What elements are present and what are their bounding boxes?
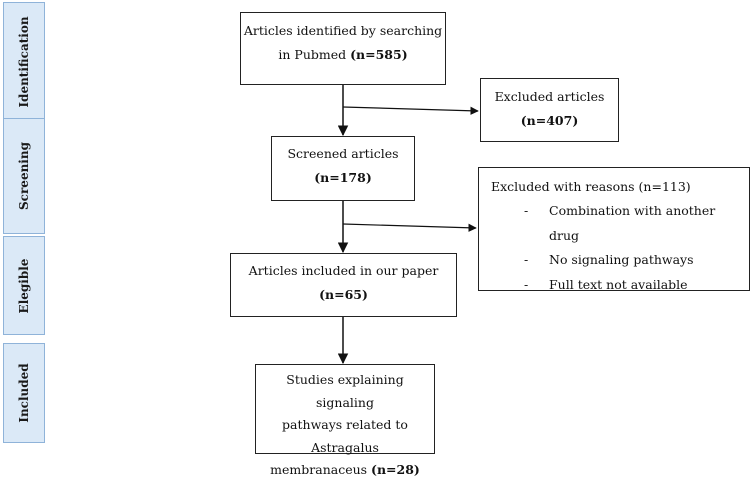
phase-identification: Identification [3, 2, 45, 122]
excluded-reasons-title: Excluded with reasons (n=113) [491, 179, 691, 194]
flow-arrows [337, 85, 479, 365]
studies-text-line2: pathways related to Astragalus [282, 417, 408, 455]
identified-box: Articles identified by searching in Pubm… [240, 12, 446, 85]
reason-item: No signaling pathways [491, 248, 749, 273]
phase-elegible: Elegible [3, 236, 45, 335]
phase-screening: Screening [3, 118, 45, 234]
studies-count: (n=28) [371, 462, 420, 477]
arrow-to-excluded-articles [342, 106, 479, 115]
screened-box: Screened articles (n=178) [271, 136, 415, 201]
reason-item: Combination with another drug [491, 199, 749, 248]
phase-included: Included [3, 343, 45, 443]
screened-count: (n=178) [314, 170, 372, 186]
screened-text: Screened articles [287, 146, 399, 161]
identified-count: (n=585) [350, 47, 408, 63]
excluded-articles-count: (n=407) [520, 113, 579, 129]
reason-item: Full text not available [491, 273, 749, 298]
studies-text: Studies explaining signaling [286, 372, 404, 410]
included-paper-text: Articles included in our paper [248, 263, 439, 278]
excluded-articles-box: Excluded articles (n=407) [480, 78, 619, 142]
excluded-articles-text: Excluded articles [494, 89, 605, 104]
included-paper-box: Articles included in our paper (n=65) [230, 253, 457, 317]
prisma-flow-diagram: Identification Screening Elegible Includ… [0, 0, 754, 454]
arrow-to-excluded-reasons [342, 223, 477, 232]
identified-text: Articles identified by searching [243, 23, 443, 38]
studies-text-line3: membranaceus (n=28) [270, 462, 420, 477]
reasons-list: Combination with another drug No signali… [491, 199, 749, 297]
excluded-reasons-box: Excluded with reasons (n=113) Combinatio… [478, 167, 750, 297]
identified-text-line2: in Pubmed (n=585) [278, 47, 408, 63]
included-paper-count: (n=65) [319, 287, 368, 303]
